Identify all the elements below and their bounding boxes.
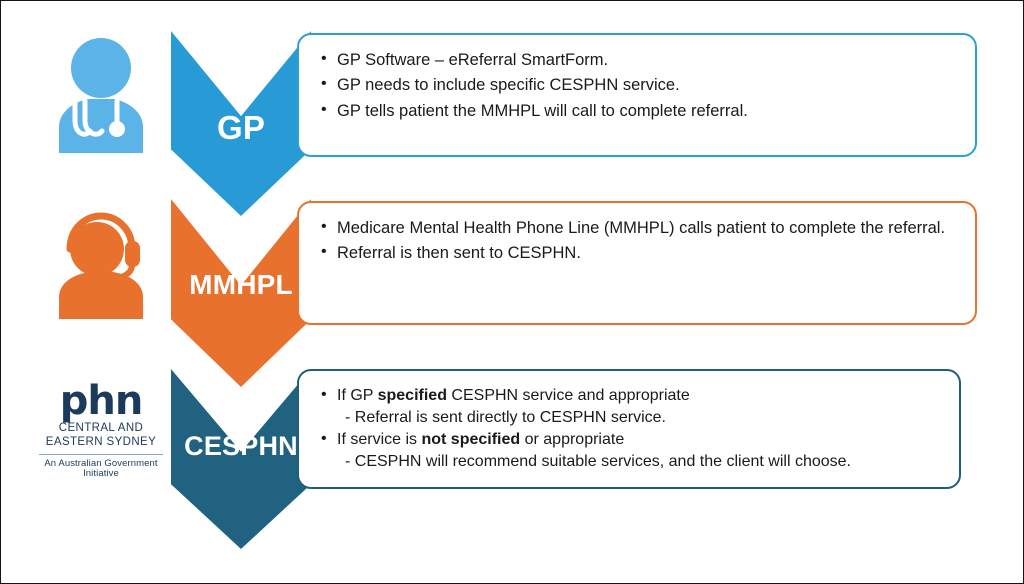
phn-logo-line2: EASTERN SYDNEY <box>45 436 157 448</box>
list-item: If service is not specified or appropria… <box>317 428 941 451</box>
bullet-text: GP needs to include specific CESPHN serv… <box>337 76 680 95</box>
phn-logo: phn CENTRAL AND EASTERN SYDNEY An Austra… <box>33 377 169 479</box>
bullet-text-part: or appropriate <box>520 431 625 449</box>
cesphn-bullet-list: If GP specified CESPHN service and appro… <box>317 384 941 473</box>
doctor-stethoscope-icon <box>45 35 157 153</box>
bullet-text: Referral is then sent to CESPHN. <box>337 244 581 263</box>
list-item: Referral is then sent to CESPHN. <box>317 241 957 265</box>
bullet-text-part: If service is <box>337 431 422 449</box>
gp-bullet-list: GP Software – eReferral SmartForm. GP ne… <box>317 48 957 123</box>
gp-chevron-label: GP <box>216 109 266 146</box>
phn-logo-line1: CENTRAL AND <box>58 421 144 434</box>
list-item: If GP specified CESPHN service and appro… <box>317 384 941 407</box>
mmhpl-chevron: MMHPL <box>171 199 311 387</box>
bullet-text: GP Software – eReferral SmartForm. <box>337 51 609 69</box>
bullet-text: GP tells patient the MMHPL will call to … <box>337 101 748 120</box>
bullet-text: - CESPHN will recommend suitable service… <box>345 453 851 471</box>
mmhpl-chevron-label: MMHPL <box>189 269 293 300</box>
list-item: - CESPHN will recommend suitable service… <box>317 451 941 473</box>
cesphn-chevron: CESPHN <box>171 369 311 549</box>
phn-logo-tagline: An Australian Government Initiative <box>44 458 158 479</box>
cesphn-callout-box: If GP specified CESPHN service and appro… <box>297 369 961 489</box>
bullet-text-part: CESPHN service and appropriate <box>446 387 690 404</box>
list-item: GP tells patient the MMHPL will call to … <box>317 99 957 123</box>
bullet-text-bold: not specified <box>421 431 521 449</box>
list-item: Medicare Mental Health Phone Line (MMHPL… <box>317 216 957 240</box>
phn-logo-wordmark: phn <box>59 377 144 424</box>
list-item: GP Software – eReferral SmartForm. <box>317 48 957 72</box>
mmhpl-bullet-list: Medicare Mental Health Phone Line (MMHPL… <box>317 216 957 266</box>
cesphn-chevron-label: CESPHN <box>184 431 298 461</box>
bullet-text: Medicare Mental Health Phone Line (MMHPL… <box>337 219 946 237</box>
gp-chevron: GP <box>171 31 311 216</box>
list-item: GP needs to include specific CESPHN serv… <box>317 73 957 97</box>
bullet-text-part: If GP <box>337 387 378 404</box>
bullet-text-bold: specified <box>377 387 447 404</box>
list-item: - Referral is sent directly to CESPHN se… <box>317 407 941 429</box>
bullet-text: - Referral is sent directly to CESPHN se… <box>345 409 666 427</box>
gp-icon-cell <box>31 29 171 159</box>
phn-logo-divider <box>39 454 163 456</box>
mmhpl-icon-cell <box>31 197 171 327</box>
mmhpl-callout-box: Medicare Mental Health Phone Line (MMHPL… <box>297 201 977 325</box>
gp-callout-box: GP Software – eReferral SmartForm. GP ne… <box>297 33 977 157</box>
phn-logo-cell: phn CENTRAL AND EASTERN SYDNEY An Austra… <box>31 369 171 491</box>
headset-operator-icon <box>45 205 157 319</box>
